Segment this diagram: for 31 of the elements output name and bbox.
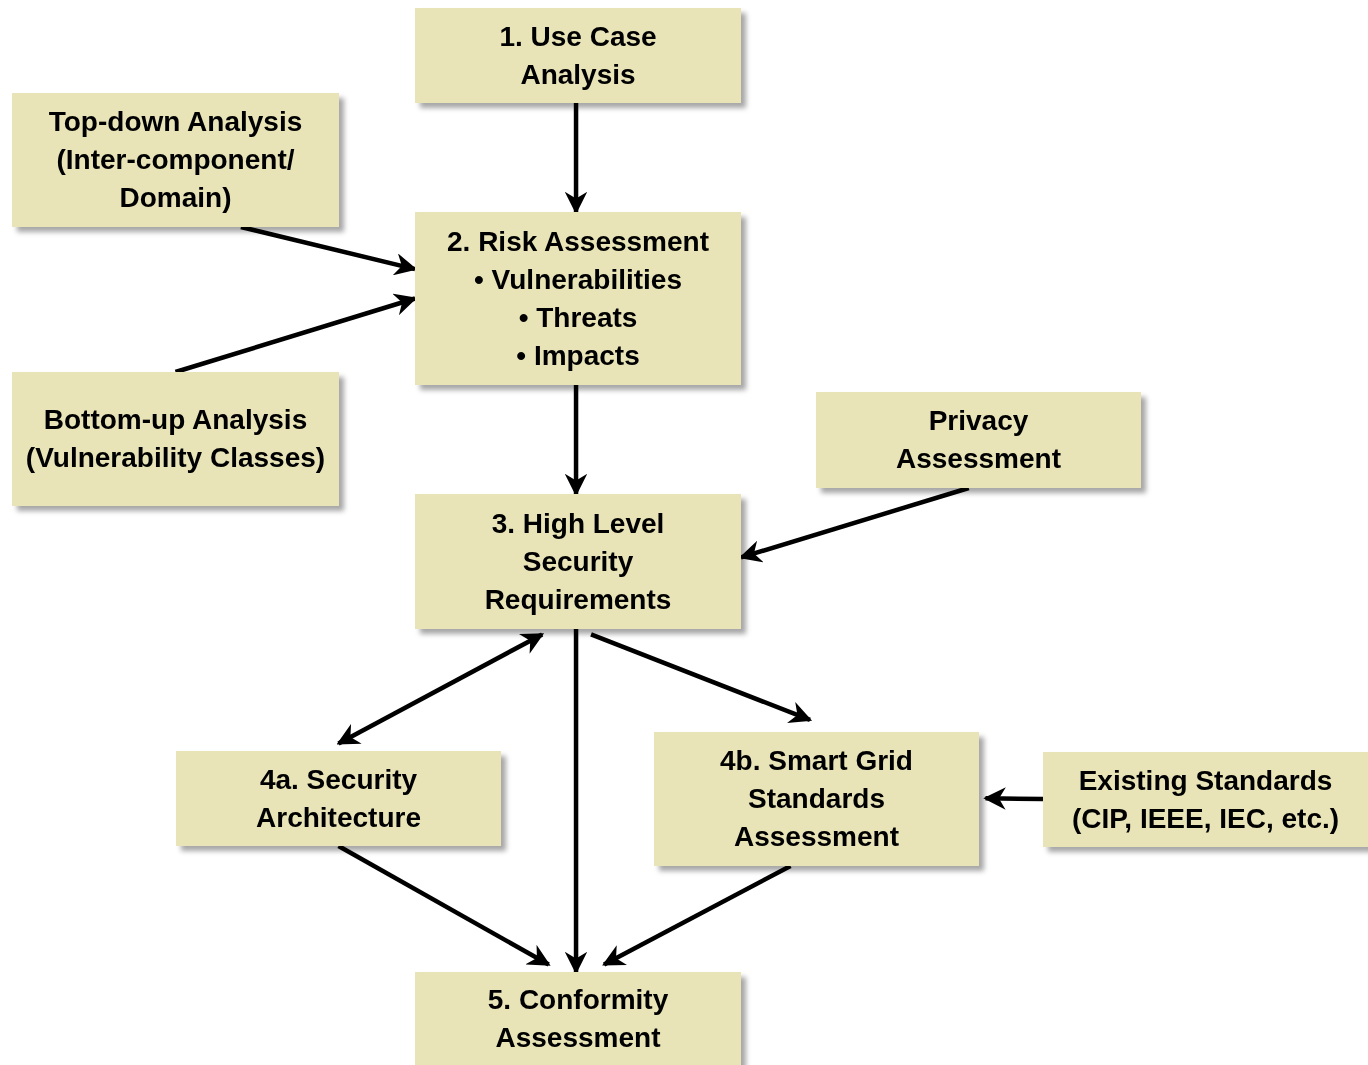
process-box — [415, 212, 741, 385]
arrow — [983, 787, 1044, 810]
box-title: 2. Risk Assessment — [447, 224, 709, 259]
box-title: Privacy Assessment — [895, 404, 1062, 476]
arrow — [602, 864, 792, 967]
box-title: 4b. Smart Grid Standards Assessment — [719, 744, 914, 854]
process-box — [176, 751, 501, 846]
process-box — [12, 372, 339, 506]
box-title: 4a. Security Architecture — [255, 762, 422, 835]
arrow — [564, 103, 588, 215]
process-box — [1043, 752, 1368, 847]
box-title: 1. Use Case Analysis — [498, 19, 658, 92]
arrow — [336, 632, 545, 746]
box-title: Existing Standards (CIP, IEEE, IEC, etc.) — [1070, 763, 1341, 836]
box-title: 3. High Level Security Requirements — [483, 506, 673, 617]
arrow — [590, 632, 813, 724]
arrow — [337, 844, 551, 967]
box-title: Top-down Analysis (Inter-component/ Domain) — [47, 105, 304, 215]
arrow — [564, 629, 588, 975]
process-box — [12, 93, 339, 227]
process-box — [654, 732, 979, 866]
box-title: Bottom-up Analysis (Vulnerability Classes) — [24, 403, 327, 475]
process-box — [415, 972, 741, 1065]
bullet-item: • Threats — [518, 300, 638, 335]
process-box — [816, 392, 1141, 488]
process-box — [415, 8, 741, 103]
box-title: 5. Conformity Assessment — [486, 982, 670, 1055]
process-box — [415, 494, 741, 629]
arrow — [564, 385, 588, 497]
bullet-item: • Vulnerabilities — [474, 262, 682, 297]
bullet-item: • Impacts — [516, 338, 640, 373]
